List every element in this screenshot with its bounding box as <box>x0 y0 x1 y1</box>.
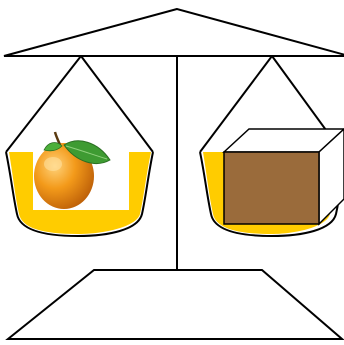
scale-base <box>8 270 342 339</box>
left-pan <box>6 56 153 236</box>
beam-triangle <box>4 9 344 56</box>
left-hanger-line <box>81 56 153 152</box>
orange-highlight <box>44 157 62 171</box>
cube-front-face <box>224 152 319 224</box>
left-hanger-line <box>6 56 81 152</box>
right-pan <box>200 56 344 236</box>
balance-beam <box>4 9 344 56</box>
brown-cube <box>224 129 344 224</box>
